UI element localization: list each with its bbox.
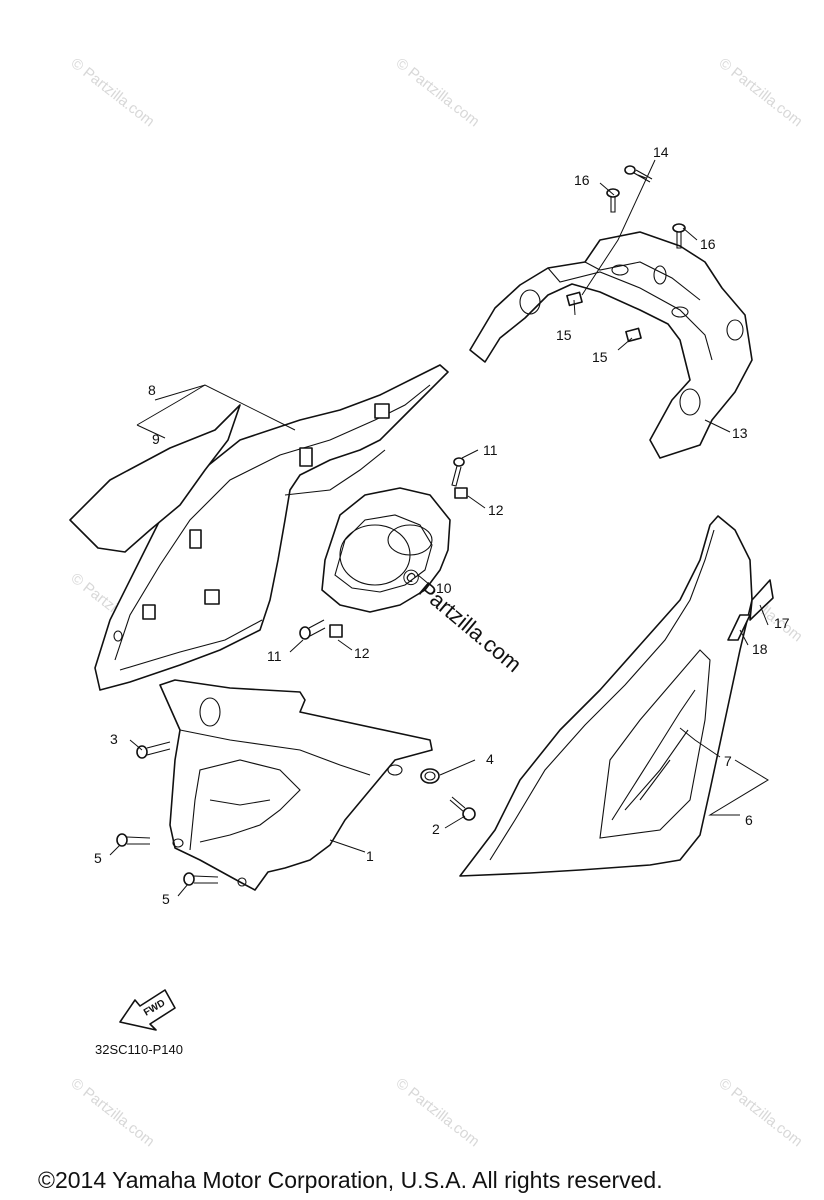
- watermark: © Partzilla.com: [393, 55, 483, 131]
- leader-lines: [109, 159, 769, 897]
- bolt-14: [624, 165, 653, 183]
- bolt-11-a: [451, 457, 465, 487]
- callout-15-b: 15: [592, 349, 608, 365]
- clip: [299, 447, 313, 467]
- grommet-4: [420, 768, 440, 784]
- callout-5-b: 5: [162, 891, 170, 907]
- watermark: © Partzilla.com: [716, 55, 806, 131]
- callout-2: 2: [432, 821, 440, 837]
- decal-9: [69, 404, 241, 553]
- callout-4: 4: [486, 751, 494, 767]
- callout-17: 17: [774, 615, 790, 631]
- left-cover-panel: [94, 364, 449, 691]
- callout-3: 3: [110, 731, 118, 747]
- copyright-notice: ©2014 Yamaha Motor Corporation, U.S.A. A…: [38, 1167, 663, 1193]
- callout-16-a: 16: [574, 172, 590, 188]
- callout-5-a: 5: [94, 850, 102, 866]
- rear-bracket-part: [469, 231, 753, 459]
- screw-3: [136, 741, 171, 759]
- nut-15-b: [625, 327, 642, 343]
- callout-11-a: 11: [483, 442, 498, 458]
- callout-10: 10: [436, 580, 452, 596]
- clip: [374, 403, 390, 419]
- nut-15-a: [566, 291, 583, 307]
- screw-5-b: [183, 872, 219, 886]
- screw-2: [449, 796, 476, 821]
- clip: [142, 604, 156, 620]
- nut-12-b: [329, 624, 343, 638]
- callout-15-a: 15: [556, 327, 572, 343]
- decal-17: [749, 579, 774, 621]
- callout-1: 1: [366, 848, 374, 864]
- decal-18: [727, 614, 751, 641]
- callout-8: 8: [148, 382, 156, 398]
- callout-7: 7: [724, 753, 732, 769]
- center-cover-part: [321, 487, 451, 613]
- callout-6: 6: [745, 812, 753, 828]
- callout-9: 9: [152, 431, 160, 447]
- nut-12-a: [454, 487, 468, 499]
- callout-12-b: 12: [354, 645, 370, 661]
- screw-5-a: [116, 833, 151, 847]
- lower-side-cover: [159, 679, 433, 891]
- clip: [204, 589, 220, 605]
- watermark: © Partzilla.com: [716, 1075, 806, 1151]
- right-side-cover: [459, 515, 753, 877]
- callout-14: 14: [653, 144, 669, 160]
- callout-13: 13: [732, 425, 748, 441]
- bolt-11-b: [299, 619, 326, 640]
- center-watermark: © Partzilla.com: [397, 563, 527, 677]
- callout-numbers: 1 2 3 4 5 5 6 7 8 9 10 11 11 12 12 13 14…: [94, 144, 790, 907]
- watermark: © Partzilla.com: [393, 1075, 483, 1151]
- fwd-arrow-icon: FWD: [119, 989, 176, 1031]
- bolt-16-b: [672, 223, 686, 249]
- watermark: © Partzilla.com: [68, 1075, 158, 1151]
- watermark: © Partzilla.com: [68, 55, 158, 131]
- callout-12-a: 12: [488, 502, 504, 518]
- bolt-16-a: [606, 188, 620, 213]
- callout-11-b: 11: [267, 648, 282, 664]
- callout-16-b: 16: [700, 236, 716, 252]
- diagram-code: 32SC110-P140: [95, 1042, 183, 1057]
- clip: [189, 529, 202, 549]
- callout-18: 18: [752, 641, 768, 657]
